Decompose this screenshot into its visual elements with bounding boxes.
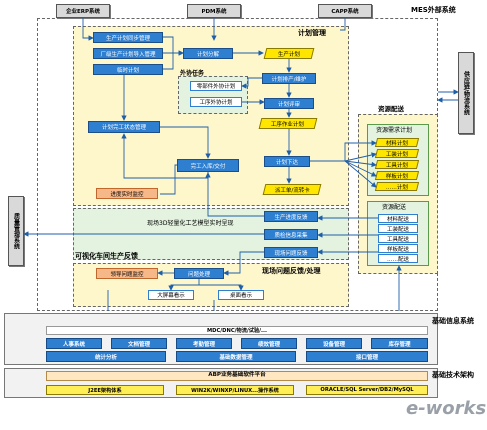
plan-import-box[interactable]: 厂级生产计划导入管理	[93, 48, 163, 59]
delivery-item[interactable]: ……配送	[378, 254, 418, 263]
process-outsource-box[interactable]: 工序外协计划	[190, 97, 242, 107]
mes-external-label: MES外部系统	[411, 6, 456, 14]
info-cell[interactable]: 绩效管理	[241, 338, 297, 349]
tech-platform-bar: ABP业务基础软件平台	[46, 371, 428, 381]
basic-info-title: 基础信息系统	[432, 317, 474, 325]
progress-monitor-box[interactable]: 进度实时监控	[96, 188, 158, 199]
demand-title: 资源需求计划	[376, 127, 413, 134]
erp-system[interactable]: 企业ERP系统	[56, 4, 110, 18]
completion-mgmt-box[interactable]: 计划完工状态管理	[88, 121, 160, 133]
issue-handle-title: 现场问题反馈/处理	[262, 267, 321, 275]
eworks-watermark: e-works	[406, 398, 487, 419]
monitor-3d-label: 现场3D轻量化工艺模型实时呈现	[147, 220, 234, 227]
tech-item: ORACLE/SQL Server/DB2/MySQL	[306, 385, 428, 395]
delivery-item[interactable]: 样板配送	[378, 244, 418, 253]
info-cell[interactable]: 文档管理	[111, 338, 167, 349]
outsource-title: 外协任务	[180, 70, 205, 77]
info-cell[interactable]: 设备管理	[306, 338, 362, 349]
pdm-system[interactable]: PDM系统	[187, 4, 241, 18]
tech-platform-label: ABP业务基础软件平台	[208, 372, 266, 379]
quality-mgmt-system[interactable]: 质量管理系统	[8, 196, 24, 266]
issue-box[interactable]: 计划下达	[264, 156, 310, 167]
tech-item: WIN2K/WINXP/LINUX...操作系统	[176, 385, 294, 395]
tech-item: J2EE架构体系	[46, 385, 164, 395]
info-cell[interactable]: 统计分析	[46, 351, 166, 362]
plan-mgmt-title: 计划管理	[298, 29, 326, 37]
info-cell[interactable]: 库存管理	[371, 338, 428, 349]
delivery-title: 资源配送	[382, 204, 407, 211]
data-sources-bar: MDC/DNC/物流/试验/...	[46, 326, 428, 335]
complete-stock-box[interactable]: 完工入库/交付	[177, 159, 239, 172]
schedule-box[interactable]: 计划排产/维护	[262, 73, 316, 84]
delivery-item[interactable]: 工装配送	[378, 224, 418, 233]
temp-plan-box[interactable]: 临时计划	[93, 64, 163, 75]
delivery-item[interactable]: 工具配送	[378, 234, 418, 243]
info-cell[interactable]: 考勤管理	[176, 338, 232, 349]
visual-title: 可视化车间生产反馈	[75, 252, 138, 260]
delivery-item[interactable]: 材料配送	[378, 214, 418, 223]
capp-system[interactable]: CAPP系统	[318, 4, 372, 18]
info-cell[interactable]: 人事系统	[46, 338, 102, 349]
tech-title: 基础技术架构	[432, 371, 474, 379]
resource-title: 资源配送	[378, 105, 404, 113]
info-cell[interactable]: 基础数据管理	[176, 351, 296, 362]
info-cell[interactable]: 接口管理	[306, 351, 428, 362]
